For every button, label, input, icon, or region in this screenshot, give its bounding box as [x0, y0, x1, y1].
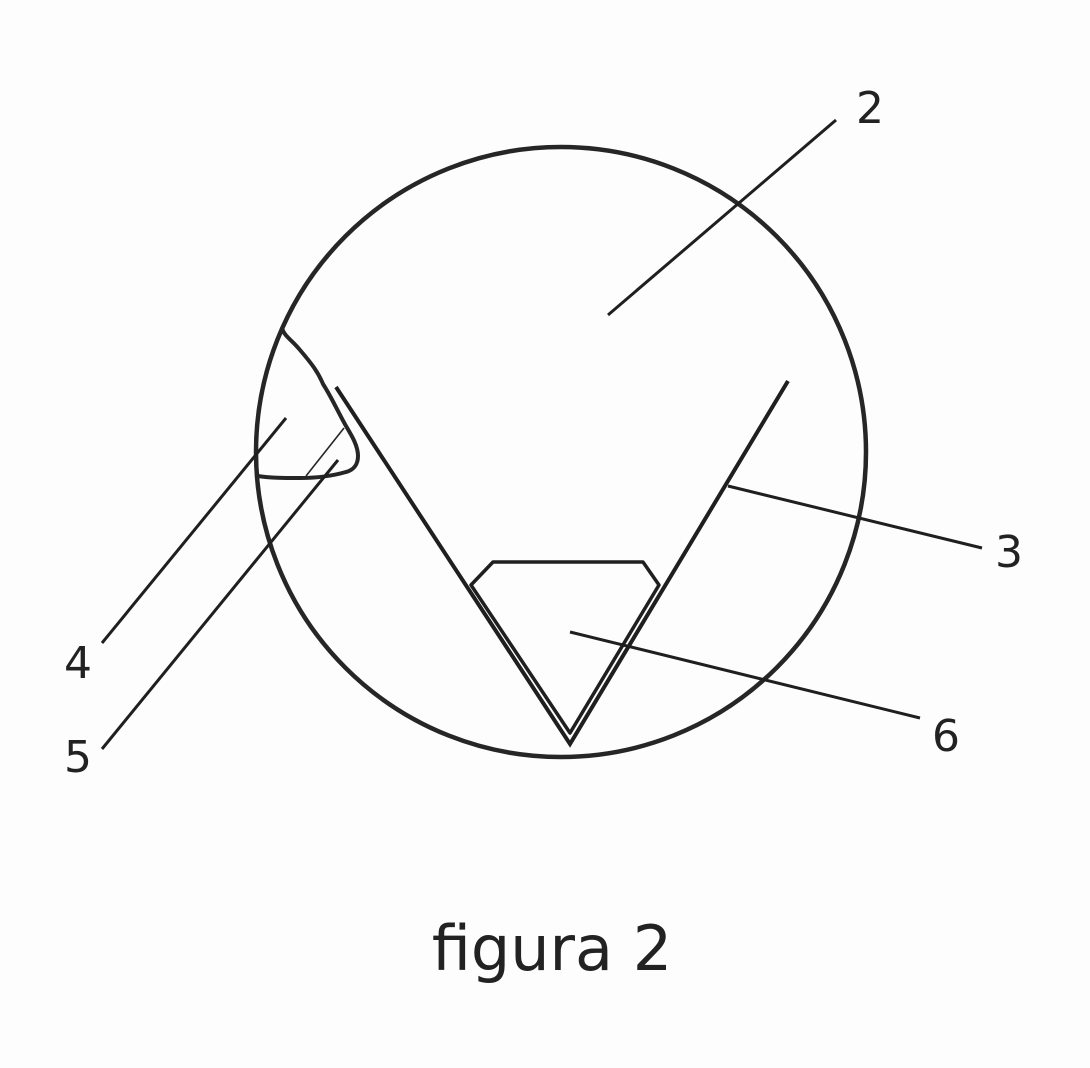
label-2: 2	[856, 83, 884, 134]
leader-line-3	[727, 484, 983, 550]
leader-line-4	[100, 417, 288, 644]
v-wall-outer	[334, 379, 790, 748]
leader-line-6	[569, 630, 921, 720]
inner-cup	[469, 560, 661, 735]
label-3: 3	[995, 527, 1023, 578]
figure-caption: figura 2	[432, 912, 672, 985]
leader-line-5	[100, 459, 340, 750]
left-lip-shape	[257, 327, 361, 481]
thin-inner-line	[305, 427, 345, 477]
outer-circle	[253, 144, 869, 760]
label-5: 5	[64, 732, 92, 783]
leader-line-2	[607, 118, 837, 317]
label-4: 4	[64, 638, 92, 689]
label-6: 6	[932, 711, 960, 762]
